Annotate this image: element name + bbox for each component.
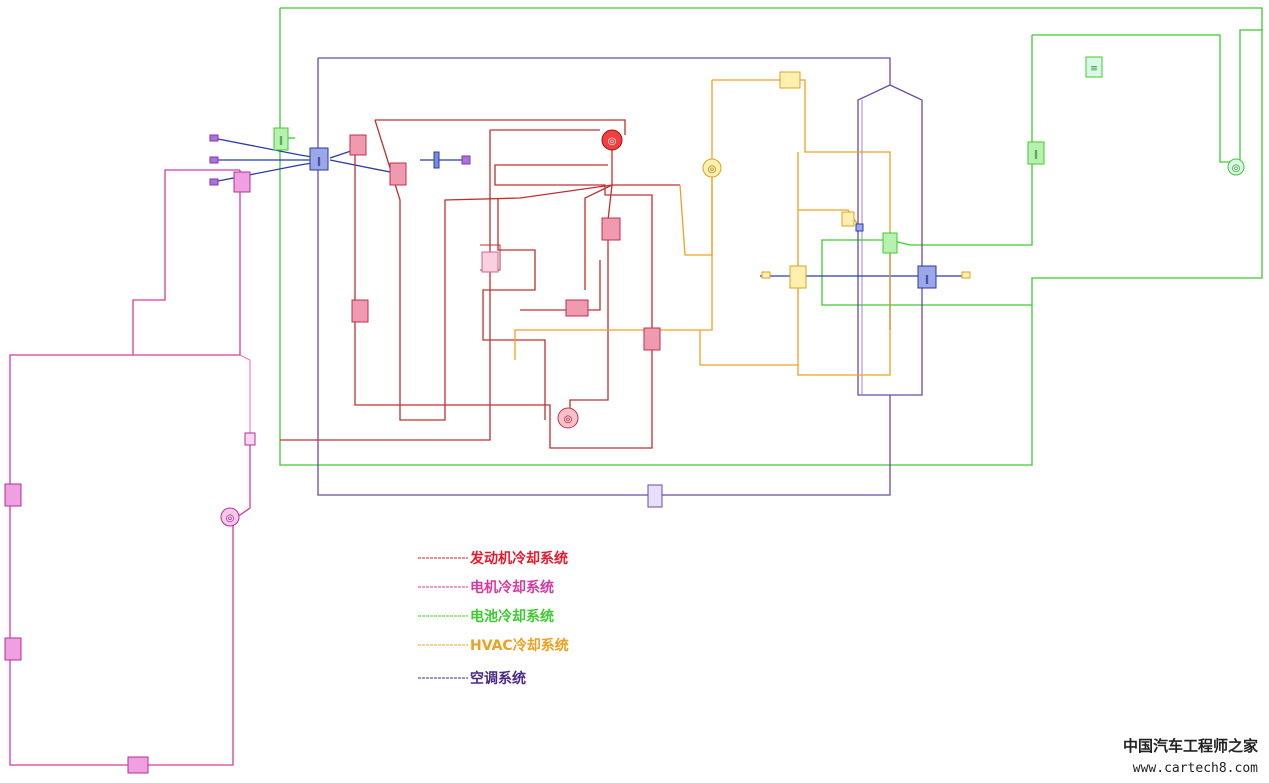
ac-evaporator: ‖ (917, 265, 937, 289)
chiller-icon: ‖ (279, 136, 284, 146)
ac-accumulator (647, 484, 663, 508)
motor-radiator-2 (4, 637, 22, 661)
hvac-ports (761, 271, 971, 279)
engine-thermostat-2 (389, 162, 407, 186)
hvac-valve (841, 211, 864, 232)
watermark-url: www.cartech8.com (1133, 761, 1258, 776)
engine-expansion-tank (481, 251, 499, 273)
engine-oil-cooler (565, 299, 589, 317)
components: ‖ ‖ ≡ ◎ ‖ ‖ (4, 56, 1245, 774)
battery-pump: ◎ (1227, 158, 1245, 176)
battery-pack: ‖ (1027, 141, 1045, 165)
legend-item-engine: 发动机冷却系统 (418, 550, 568, 567)
legend-label-hvac: HVAC冷却系统 (470, 637, 569, 654)
motor-heat-exchanger (127, 756, 149, 774)
legend-label-engine: 发动机冷却系统 (469, 550, 568, 567)
engine-radiator (351, 299, 369, 323)
ac-ports (209, 134, 219, 186)
legend-label-ac: 空调系统 (470, 670, 526, 687)
engine-cooling-loop (280, 119, 680, 449)
legend: 发动机冷却系统 电机冷却系统 电池冷却系统 HVAC冷却系统 空调系统 (418, 550, 569, 687)
engine-block: ◎ (601, 129, 623, 151)
legend-item-hvac: HVAC冷却系统 (418, 637, 569, 654)
engine-exchanger (643, 327, 661, 351)
ac-valve (433, 151, 471, 169)
legend-item-battery: 电池冷却系统 (418, 608, 554, 625)
battery-chiller: ‖ (273, 127, 289, 151)
engine-pump-icon: ◎ (564, 414, 573, 425)
motor-radiator-1 (4, 483, 22, 507)
motor-pump: ◎ (220, 507, 240, 527)
hvac-core (789, 265, 807, 289)
battery-tank: ≡ (1085, 56, 1103, 78)
ac-refrigerant-loop (317, 57, 923, 496)
battery-icon: ‖ (1034, 150, 1039, 160)
tank-icon: ≡ (1090, 64, 1098, 74)
hvac-heater (779, 71, 801, 89)
motor-junction (244, 432, 256, 446)
legend-label-motor: 电机冷却系统 (470, 579, 554, 596)
ac-compressor: ‖ (309, 147, 329, 171)
legend-label-battery: 电池冷却系统 (470, 608, 554, 625)
evaporator-icon: ‖ (925, 275, 930, 285)
watermark-title: 中国汽车工程师之家 (1123, 737, 1258, 755)
watermark: 中国汽车工程师之家 www.cartech8.com (1123, 737, 1258, 776)
motor-cooling-loop (9, 169, 251, 766)
pump-icon: ◎ (1232, 163, 1241, 174)
battery-heater (882, 232, 898, 254)
engine-heater-core (601, 217, 621, 241)
battery-cooling-loop (279, 7, 1263, 466)
motor-valve (233, 171, 251, 193)
legend-item-ac: 空调系统 (418, 670, 526, 687)
engine-thermostat-1 (349, 134, 367, 156)
compressor-icon: ‖ (317, 157, 322, 167)
hvac-pump-icon: ◎ (708, 164, 717, 175)
legend-item-motor: 电机冷却系统 (418, 579, 554, 596)
engine-icon: ◎ (608, 136, 617, 147)
hvac-pump: ◎ (702, 158, 722, 178)
hvac-cooling-loop (514, 79, 891, 376)
engine-pump: ◎ (557, 407, 579, 429)
motor-pump-icon: ◎ (226, 513, 235, 524)
